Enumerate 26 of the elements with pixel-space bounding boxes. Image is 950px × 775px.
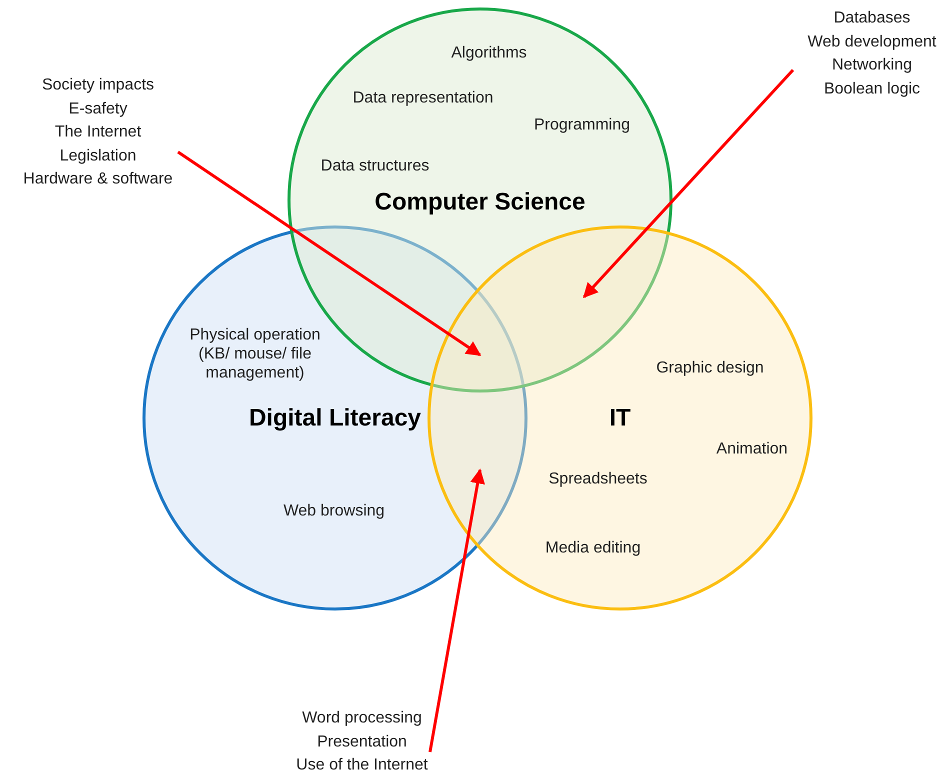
topic-label: Web development bbox=[808, 32, 936, 51]
leader-arrow bbox=[428, 468, 486, 752]
leader-arrow bbox=[177, 150, 482, 356]
topic-label: Physical operation (KB/ mouse/ file management) bbox=[188, 326, 322, 382]
topic-label: Hardware & software bbox=[23, 170, 173, 188]
topic-label: Data structures bbox=[320, 156, 430, 176]
circle-title: IT bbox=[609, 408, 631, 428]
topic-label: Algorithms bbox=[451, 44, 527, 62]
topic-label: Presentation bbox=[317, 732, 407, 751]
topic-label: Graphic design bbox=[656, 358, 764, 378]
topic-label: Legislation bbox=[60, 146, 136, 165]
leader-arrow bbox=[582, 68, 794, 298]
topic-label: Media editing bbox=[545, 538, 641, 558]
topic-label: Programming bbox=[534, 116, 630, 134]
topic-label: Animation bbox=[716, 440, 788, 458]
topic-label: Web browsing bbox=[283, 502, 385, 520]
topic-label: Use of the Internet bbox=[296, 756, 428, 774]
topic-label: Word processing bbox=[302, 708, 422, 728]
topic-label: The Internet bbox=[54, 122, 142, 142]
topic-label: Networking bbox=[832, 56, 912, 74]
topic-label: Data representation bbox=[352, 88, 494, 108]
topic-label: Databases bbox=[834, 8, 910, 28]
topic-label: Society impacts bbox=[42, 76, 154, 94]
topic-label: Boolean logic bbox=[824, 79, 920, 98]
topic-label: E-safety bbox=[68, 99, 128, 118]
topic-label: Spreadsheets bbox=[548, 470, 648, 488]
